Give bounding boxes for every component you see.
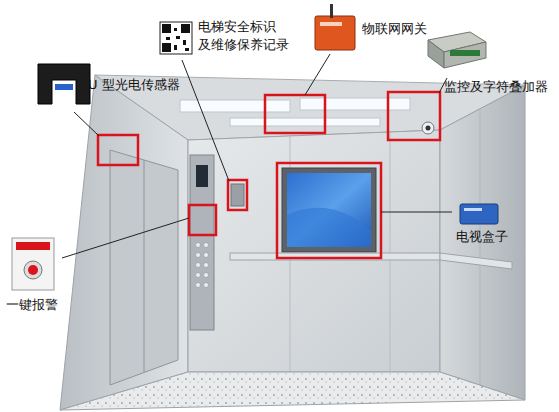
- callout-label: 监控及字符叠加器: [444, 78, 548, 96]
- callout-label: 物联网网关: [362, 20, 427, 38]
- callout-label: U 型光电传感器: [88, 76, 180, 94]
- callout-label: 一键报警: [6, 296, 58, 314]
- callout-label: 电梯安全标识 及维修保养记录: [198, 18, 292, 53]
- callout-label: 电视盒子: [456, 228, 508, 246]
